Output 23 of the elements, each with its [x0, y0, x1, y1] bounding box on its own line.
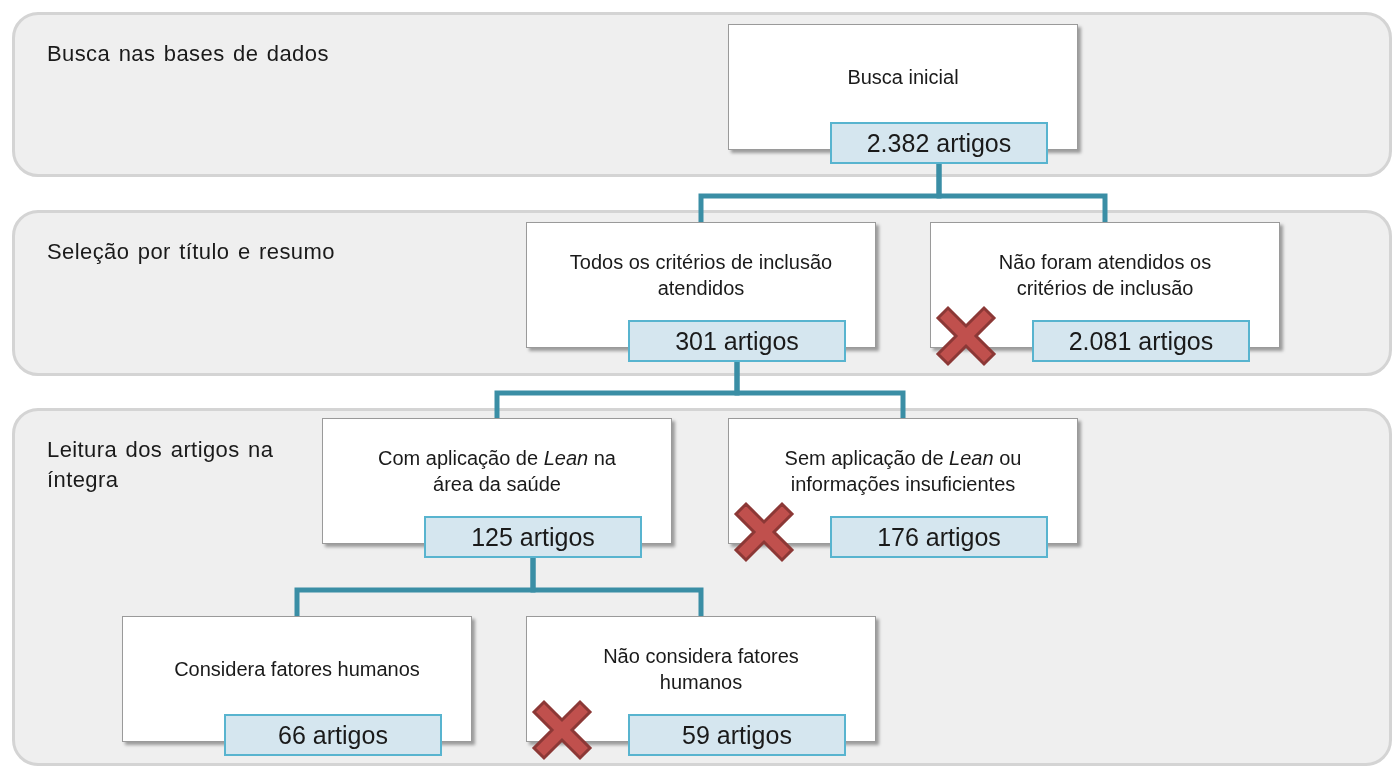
count-label: 125 artigos — [424, 516, 642, 558]
count-label: 2.081 artigos — [1032, 320, 1250, 362]
stage-band — [12, 408, 1392, 766]
stage-label: Busca nas bases de dados — [47, 40, 330, 68]
count-label: 66 artigos — [224, 714, 442, 756]
stage-label: Seleção por título e resumo — [47, 238, 336, 266]
box-text: Com aplicação de Lean na área da saúde — [377, 446, 617, 497]
box-text: Busca inicial — [846, 65, 960, 90]
box-text: Considera fatores humanos — [173, 657, 421, 682]
stage-band — [12, 12, 1392, 177]
count-label: 2.382 artigos — [830, 122, 1048, 164]
box-text: Sem aplicação de Lean ou informações insuficientes — [783, 446, 1023, 497]
count-label: 176 artigos — [830, 516, 1048, 558]
stage-band — [12, 210, 1392, 376]
count-label: 301 artigos — [628, 320, 846, 362]
box-text: Não foram atendidos os critérios de inclusão — [997, 250, 1213, 301]
count-label: 59 artigos — [628, 714, 846, 756]
connector-line — [530, 558, 704, 616]
box-text: Todos os critérios de inclusão atendidos — [568, 250, 834, 301]
connector-line — [936, 164, 1108, 222]
box-text: Não considera fatores humanos — [602, 644, 800, 695]
connector-line — [734, 362, 906, 418]
stage-label: Leitura dos artigos na íntegra — [47, 436, 275, 494]
